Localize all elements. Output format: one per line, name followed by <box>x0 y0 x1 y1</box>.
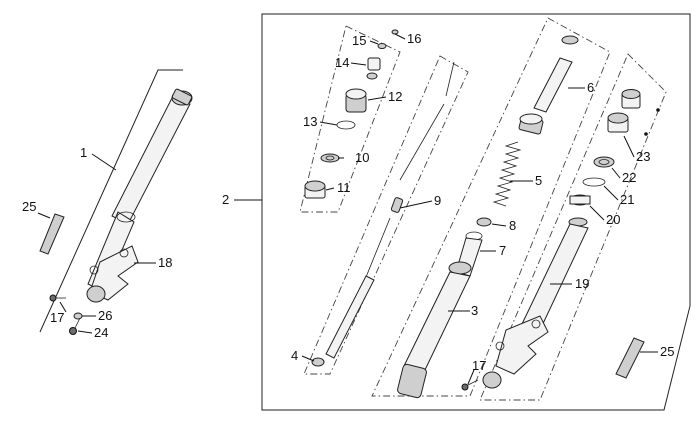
part-10-washer <box>320 153 340 163</box>
slider-group-outline <box>479 53 667 401</box>
callout-3: 3 <box>471 303 478 318</box>
callout-5: 5 <box>535 173 542 188</box>
callout-12: 12 <box>388 89 402 104</box>
part-21-clip <box>582 177 606 187</box>
part-13-oring <box>336 120 356 130</box>
callout-25-left: 25 <box>22 199 36 214</box>
part-20-dust-seal <box>569 194 591 206</box>
part-14-adjuster <box>366 57 381 80</box>
part-24-bolt <box>69 317 81 335</box>
part-16-oring <box>391 29 399 35</box>
callout-13: 13 <box>303 114 317 129</box>
callout-23: 23 <box>636 149 650 164</box>
callout-8: 8 <box>509 218 516 233</box>
part-19-slider <box>482 217 589 389</box>
callout-2: 2 <box>222 192 229 207</box>
callout-21: 21 <box>620 192 634 207</box>
callout-1: 1 <box>80 145 87 160</box>
complete-fork-leg <box>39 69 193 333</box>
callout-19: 19 <box>575 276 589 291</box>
part-11-bushing <box>304 180 326 199</box>
spring-upper-bushing <box>518 113 544 135</box>
upper-bushing <box>621 89 660 136</box>
callout-20: 20 <box>606 212 620 227</box>
callout-4: 4 <box>291 348 298 363</box>
callout-10: 10 <box>355 150 369 165</box>
callout-11: 11 <box>337 180 351 195</box>
part-25-right-guard <box>615 337 645 379</box>
spring-group-outline <box>371 17 611 397</box>
part-4-seal <box>311 357 325 367</box>
callout-labels: 1 2 3 4 5 6 7 8 9 10 11 12 13 14 15 16 1… <box>22 31 674 373</box>
callout-22: 22 <box>622 170 636 185</box>
part-25-left-guard <box>39 213 65 255</box>
callout-9: 9 <box>434 193 441 208</box>
callout-17-right: 17 <box>472 358 486 373</box>
leader-lines <box>37 33 658 385</box>
callout-16: 16 <box>407 31 421 46</box>
part-9-damper-rod <box>325 61 455 359</box>
part-8-washer <box>476 217 492 227</box>
assembly-frame <box>261 13 691 411</box>
part-15-clip <box>377 43 387 49</box>
part-22-seal <box>593 156 615 168</box>
part-26-washer <box>73 312 83 320</box>
callout-14: 14 <box>335 55 349 70</box>
part-12-cap <box>345 88 367 113</box>
callout-24: 24 <box>94 325 108 340</box>
part-17-right-screw <box>461 379 479 391</box>
callout-15: 15 <box>352 33 366 48</box>
callout-6: 6 <box>587 80 594 95</box>
callout-26: 26 <box>98 308 112 323</box>
callout-7: 7 <box>499 243 506 258</box>
damper-group-outline <box>303 55 469 375</box>
callout-18: 18 <box>158 255 172 270</box>
part-3-inner-tube <box>397 261 472 399</box>
callout-25-right: 25 <box>660 344 674 359</box>
callout-17-left: 17 <box>50 310 64 325</box>
part-6-tube <box>533 35 579 113</box>
part-23-bushing <box>607 112 629 133</box>
part-5-spring <box>492 141 522 207</box>
part-17-left-screw <box>49 294 66 302</box>
